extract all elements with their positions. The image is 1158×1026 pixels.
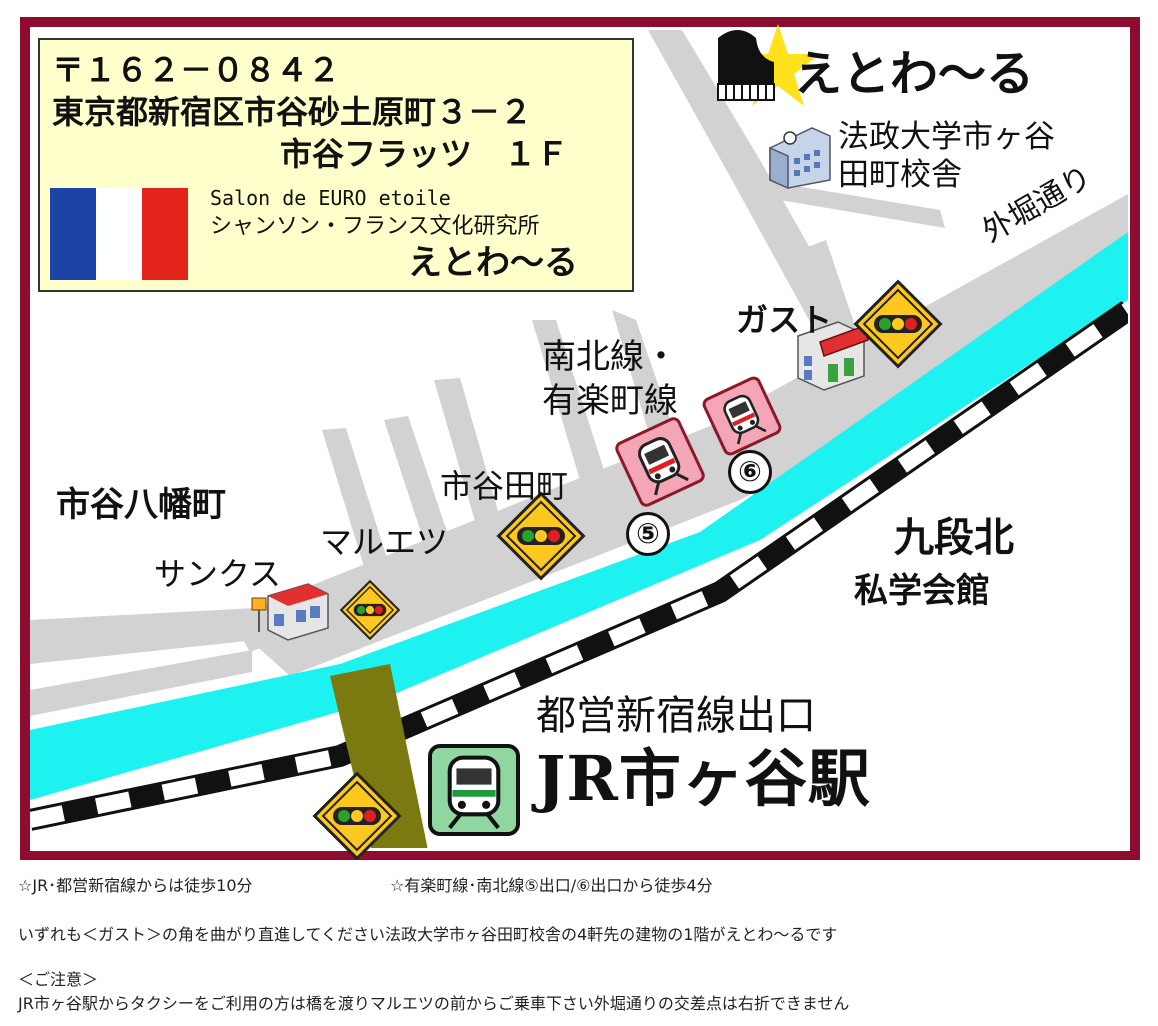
train-icon xyxy=(428,744,520,836)
flag-blue xyxy=(50,188,96,280)
address-line1: 東京都新宿区市谷砂土原町３－２ xyxy=(52,93,533,131)
postal-code: 〒１６２－０８４２ xyxy=(52,51,341,89)
hosei-univ-label-2: 田町校舎 xyxy=(838,157,962,193)
access-note-jr: ☆JR･都営新宿線からは徒歩10分 xyxy=(18,876,253,895)
flag-red xyxy=(142,188,188,280)
school-building-icon xyxy=(769,127,831,190)
caution-heading: ＜ご注意＞ xyxy=(18,970,99,989)
maruetsu-label: マルエツ xyxy=(320,523,449,561)
exit-6-label: ⑥ xyxy=(728,450,772,494)
ichigaya-hachiman-label: 市谷八幡町 xyxy=(56,485,226,525)
piano-star-icon xyxy=(717,24,820,106)
metro-line-label-2: 有楽町線 xyxy=(542,381,678,421)
salon-japanese-name: シャンソン・フランス文化研究所 xyxy=(210,214,540,239)
shigaku-kaikan-label: 私学会館 xyxy=(854,571,990,611)
train-icon xyxy=(615,417,705,507)
toei-exit-label: 都営新宿線出口 xyxy=(536,693,816,739)
flag-white xyxy=(96,188,142,280)
salon-english-name: Salon de EURO etoile xyxy=(210,186,451,210)
sotobori-road xyxy=(230,194,1128,652)
exit-5-label: ⑤ xyxy=(626,512,670,556)
metro-line-label-1: 南北線・ xyxy=(542,337,678,377)
caution-text: JR市ヶ谷駅からタクシーをご利用の方は橋を渡りマルエツの前からご乗車下さい外堀通… xyxy=(18,994,850,1013)
hosei-univ-label-1: 法政大学市ヶ谷 xyxy=(838,119,1055,155)
bridge xyxy=(330,664,428,848)
map-frame xyxy=(20,17,1140,860)
kudan-kita-label: 九段北 xyxy=(894,514,1014,561)
sunkus-label: サンクス xyxy=(154,555,282,593)
address-box: 〒１６２－０８４２ 東京都新宿区市谷砂土原町３－２ 市谷フラッツ １Ｆ Salo… xyxy=(38,38,634,292)
convenience-store-icon xyxy=(251,583,329,641)
ichigaya-tamachi-label: 市谷田町 xyxy=(440,467,569,505)
access-note-metro: ☆有楽町線･南北線⑤出口/⑥出口から徒歩4分 xyxy=(390,876,713,895)
directions-note: いずれも＜ガスト＞の角を曲がり直進してください法政大学市ヶ谷田町校舎の4軒先の建… xyxy=(18,925,838,944)
train-icon xyxy=(702,376,782,456)
moat xyxy=(30,232,1128,800)
france-flag xyxy=(50,188,188,280)
restaurant-building-icon xyxy=(797,321,869,391)
side-streets xyxy=(30,30,945,716)
salon-name: えとわ～る xyxy=(408,243,578,283)
address-line2: 市谷フラッツ １Ｆ xyxy=(280,135,569,173)
brand-label: えとわ～る xyxy=(794,46,1035,102)
jr-station-label: JR市ヶ谷駅 xyxy=(536,742,871,815)
gusto-label: ガスト xyxy=(736,301,833,339)
